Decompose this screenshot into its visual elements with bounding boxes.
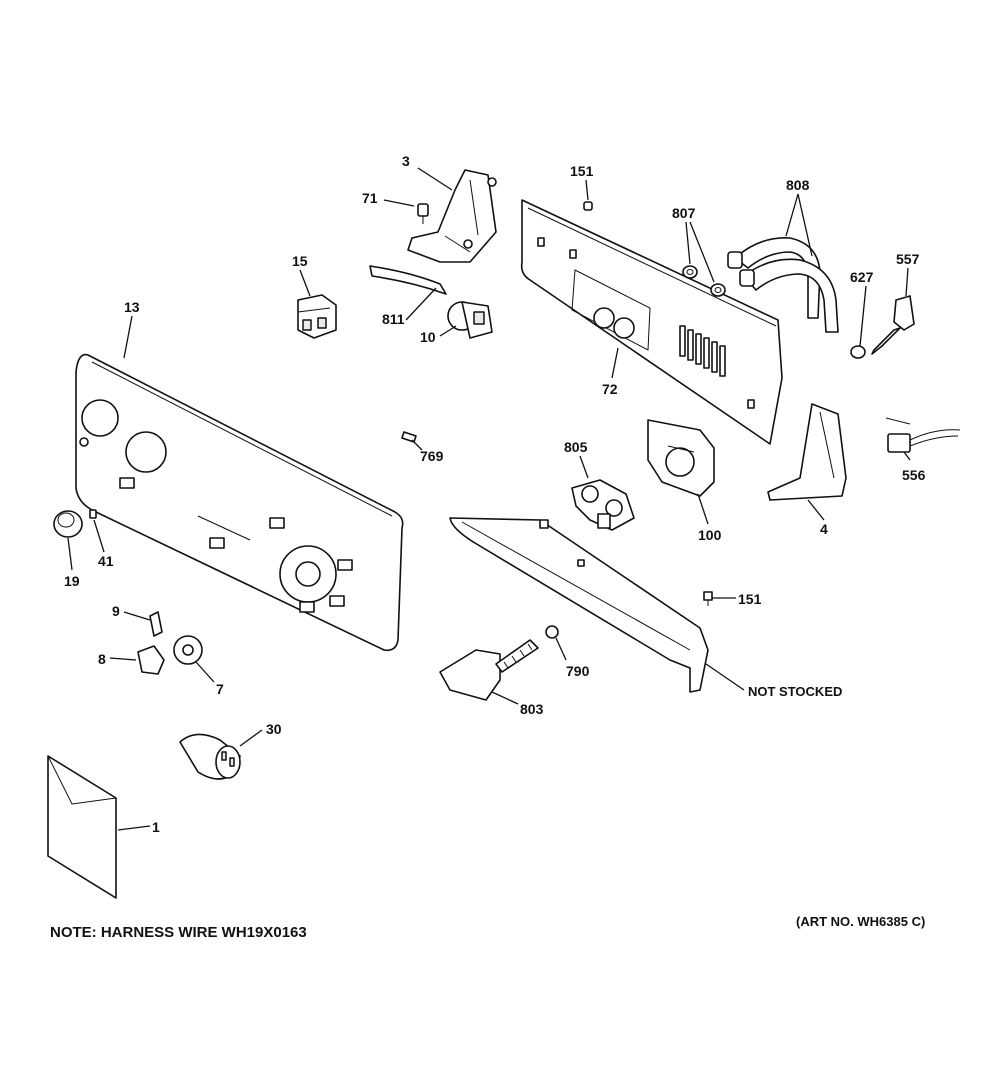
harness-connector-part-556[interactable]	[885, 417, 961, 453]
grommet-part-627[interactable]	[850, 345, 866, 359]
callout-556: 556	[902, 467, 926, 483]
callout-4: 4	[820, 521, 828, 537]
callout-7: 7	[216, 681, 224, 697]
callout-19: 19	[64, 573, 80, 589]
callout-labels: 3 71 151 807 808 557 627 15 811 10 13 72…	[64, 153, 926, 835]
screw-part-71[interactable]	[417, 203, 429, 224]
control-panel-part-13[interactable]	[75, 353, 404, 652]
callout-3: 3	[402, 153, 410, 169]
capacitor-part-30[interactable]	[179, 733, 241, 780]
not-stocked-label: NOT STOCKED	[748, 684, 842, 699]
rear-panel-part-72[interactable]	[520, 199, 783, 445]
callout-10: 10	[420, 329, 436, 345]
callout-557: 557	[896, 251, 920, 267]
clip-part-790[interactable]	[545, 625, 559, 639]
callout-803: 803	[520, 701, 544, 717]
callout-805: 805	[564, 439, 588, 455]
end-cap-part-4[interactable]	[767, 403, 847, 501]
callout-808: 808	[786, 177, 810, 193]
clip-part-41[interactable]	[89, 509, 97, 519]
dial-part-7[interactable]	[173, 635, 203, 665]
callout-9: 9	[112, 603, 120, 619]
callout-8: 8	[98, 651, 106, 667]
callout-13: 13	[124, 299, 140, 315]
callout-1: 1	[152, 819, 160, 835]
callout-41: 41	[98, 553, 114, 569]
hose-part-811[interactable]	[369, 265, 447, 295]
callout-151-top: 151	[570, 163, 594, 179]
screw-part-151-top[interactable]	[583, 201, 593, 211]
bracket-part-3[interactable]	[407, 169, 497, 263]
callout-15: 15	[292, 253, 308, 269]
callout-807: 807	[672, 205, 696, 221]
leader-lines	[67, 167, 911, 831]
callout-72: 72	[602, 381, 618, 397]
harness-clip-part-557[interactable]	[871, 295, 915, 355]
knob-part-19[interactable]	[53, 510, 83, 538]
callout-151-bottom: 151	[738, 591, 762, 607]
knob-part-8[interactable]	[137, 645, 165, 675]
callout-769: 769	[420, 448, 444, 464]
pressure-switch-part-10[interactable]	[447, 301, 493, 339]
callout-811: 811	[382, 311, 405, 327]
switch-part-15[interactable]	[297, 294, 337, 339]
water-valve-part-805[interactable]	[571, 479, 635, 531]
screw-part-151-bottom[interactable]	[703, 591, 713, 606]
art-number: (ART NO. WH6385 C)	[796, 914, 925, 929]
fill-hoses-part-808[interactable]	[727, 237, 839, 333]
callout-790: 790	[566, 663, 590, 679]
callout-71: 71	[362, 190, 378, 206]
spring-part-9[interactable]	[149, 611, 163, 637]
washers-part-807[interactable]	[682, 265, 726, 297]
callout-30: 30	[266, 721, 282, 737]
dispenser-part-803[interactable]	[439, 639, 539, 701]
literature-part-1[interactable]	[47, 755, 117, 899]
callout-627: 627	[850, 269, 874, 285]
rear-panel-vents	[679, 325, 726, 377]
timer-part-100[interactable]	[647, 419, 715, 497]
clip-part-769[interactable]	[401, 431, 417, 443]
bottom-bracket-not-stocked[interactable]	[449, 517, 709, 693]
callout-100: 100	[698, 527, 722, 543]
harness-wire-note: NOTE: HARNESS WIRE WH19X0163	[50, 924, 307, 941]
